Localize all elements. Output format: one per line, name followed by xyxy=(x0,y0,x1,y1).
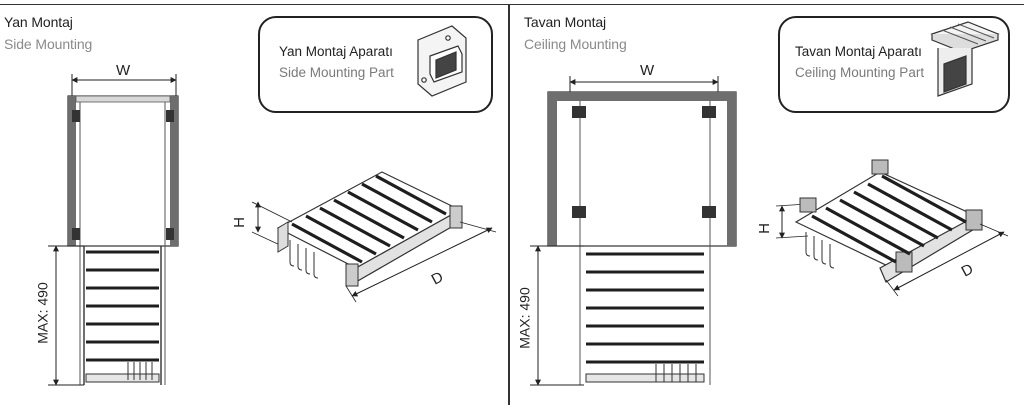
side-mount-title: Yan Montaj xyxy=(4,14,73,30)
side-mount-subtitle: Side Mounting xyxy=(4,36,93,52)
side-mount-part-icon xyxy=(417,25,467,97)
side-cabinet xyxy=(67,95,179,247)
side-mount-part-title: Yan Montaj Aparatı xyxy=(279,44,393,59)
side-left-panel xyxy=(68,96,76,246)
panel-divider xyxy=(508,5,510,405)
side-front-rods xyxy=(86,250,159,362)
side-front-view xyxy=(48,74,179,386)
ceiling-iso-view xyxy=(775,159,1009,297)
ceiling-iso-rods xyxy=(811,174,967,264)
ceiling-mount-subtitle: Ceiling Mounting xyxy=(524,36,627,52)
side-right-panel xyxy=(170,96,178,246)
side-iso-view xyxy=(251,171,497,303)
ceiling-front-view xyxy=(530,76,737,386)
side-iso-rods xyxy=(291,174,447,264)
ceiling-mount-part-icon xyxy=(930,21,1000,97)
ceiling-mount-part-title: Tavan Montaj Aparatı xyxy=(795,44,922,59)
ceiling-mount-title: Tavan Montaj xyxy=(524,14,607,30)
ceiling-front-rods xyxy=(586,252,704,364)
side-mount-part-subtitle: Side Mounting Part xyxy=(279,65,394,80)
side-width-label: W xyxy=(116,62,131,79)
top-border xyxy=(0,4,1024,5)
ceiling-width-label: W xyxy=(640,62,655,79)
ceiling-mount-part-subtitle: Ceiling Mounting Part xyxy=(795,65,925,80)
